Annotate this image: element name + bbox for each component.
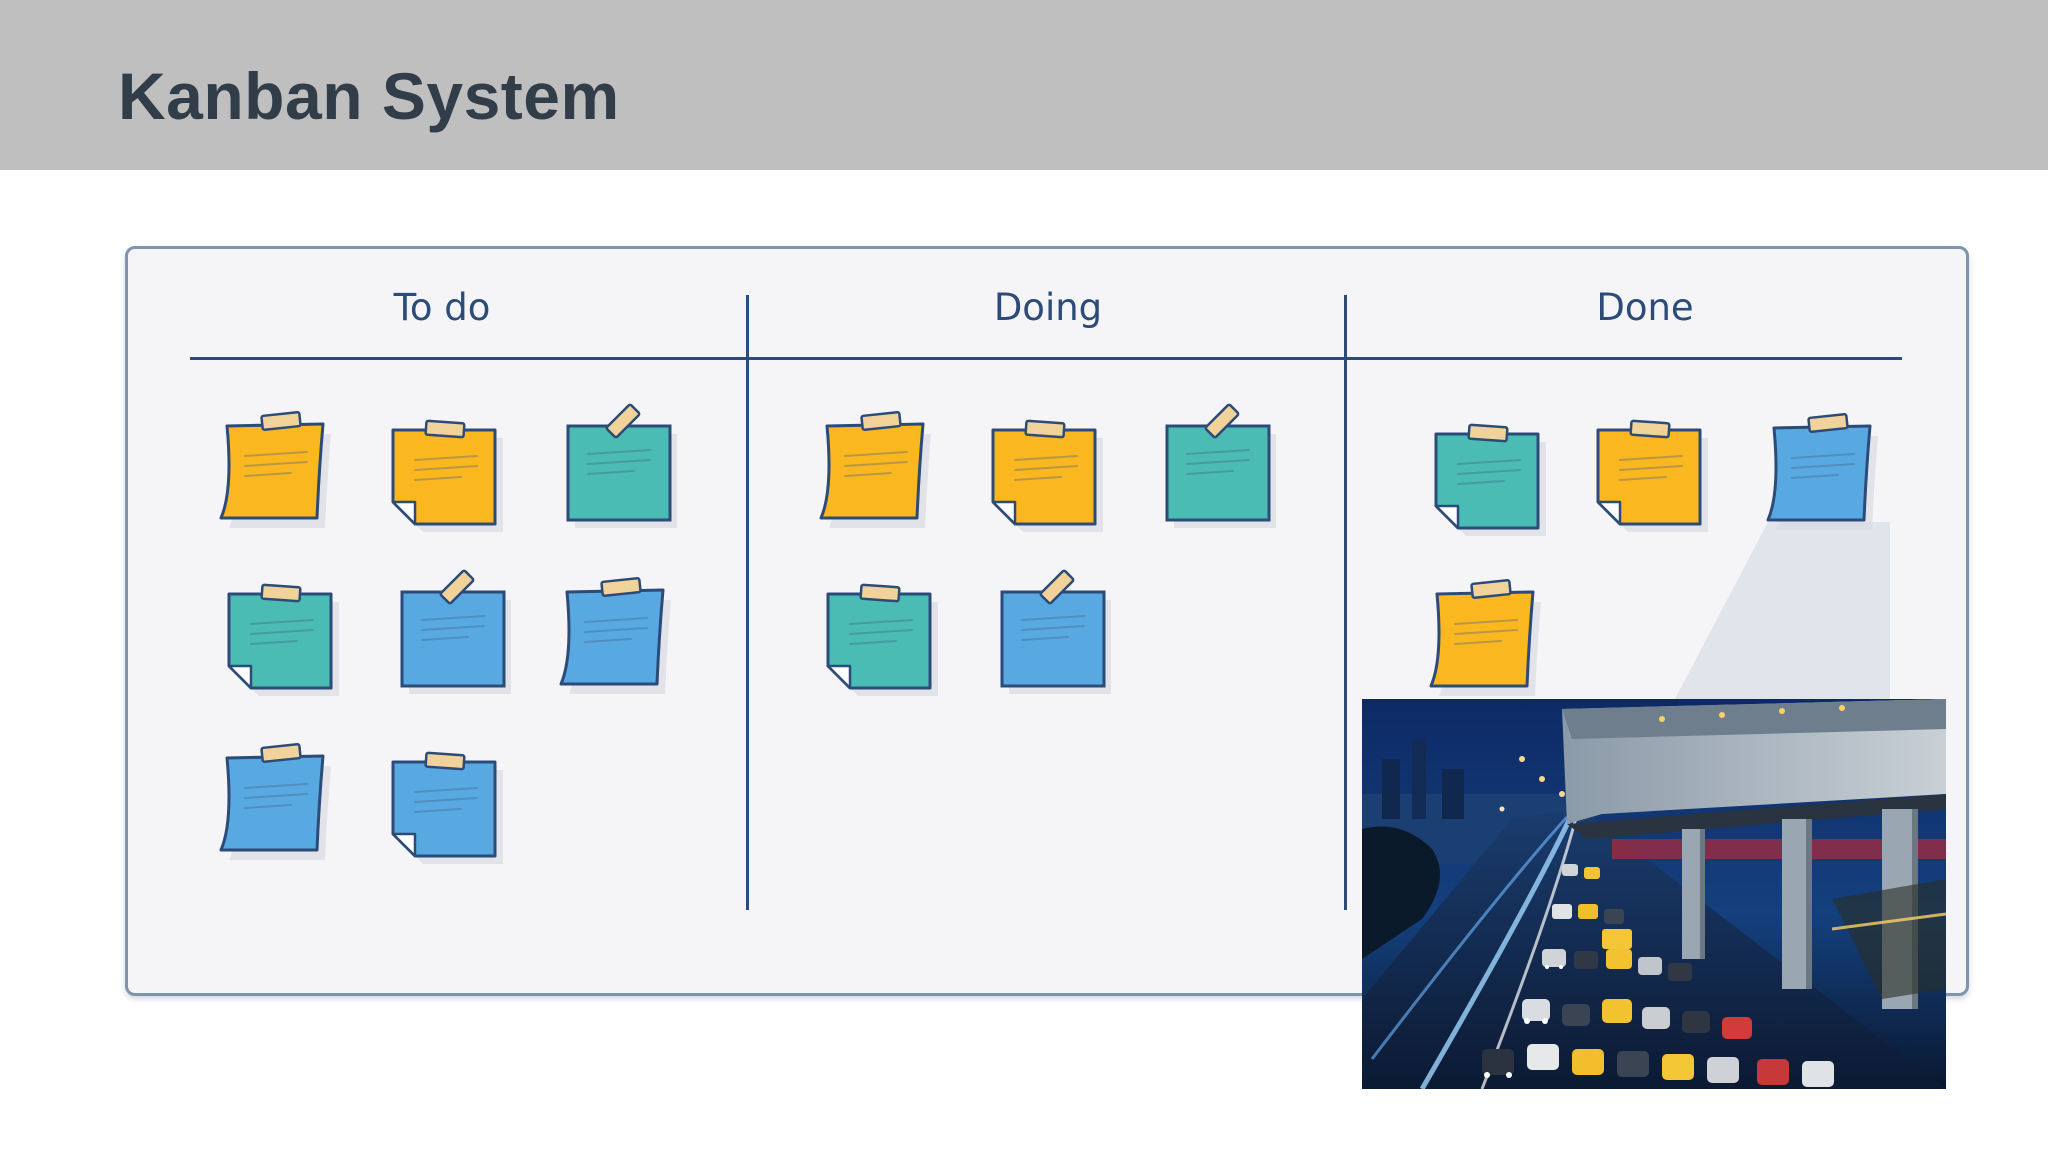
sticky-note <box>215 742 345 872</box>
sticky-note <box>815 410 945 540</box>
sticky-note <box>221 578 351 708</box>
column-divider-doing-done <box>1344 295 1347 910</box>
sticky-note <box>1157 403 1287 538</box>
sticky-note <box>992 569 1122 704</box>
title-band <box>0 0 2048 170</box>
sticky-note <box>385 746 515 876</box>
sticky-note <box>985 414 1115 544</box>
column-divider-todo-doing <box>746 295 749 910</box>
sticky-note <box>1590 414 1720 544</box>
slide-title: Kanban System <box>118 59 620 133</box>
sticky-note <box>1762 412 1892 542</box>
sticky-note <box>555 576 685 706</box>
column-header-divider <box>190 357 1902 360</box>
highway-traffic-photo <box>1362 699 1946 1089</box>
column-title-todo: To do <box>393 286 491 329</box>
sticky-note <box>820 578 950 708</box>
sticky-note <box>392 569 522 704</box>
sticky-note <box>215 410 345 540</box>
column-title-done: Done <box>1596 286 1694 329</box>
sticky-note <box>385 414 515 544</box>
sticky-note <box>558 403 688 538</box>
column-title-doing: Doing <box>993 286 1103 329</box>
sticky-note <box>1428 418 1558 548</box>
sticky-note <box>1425 578 1555 708</box>
